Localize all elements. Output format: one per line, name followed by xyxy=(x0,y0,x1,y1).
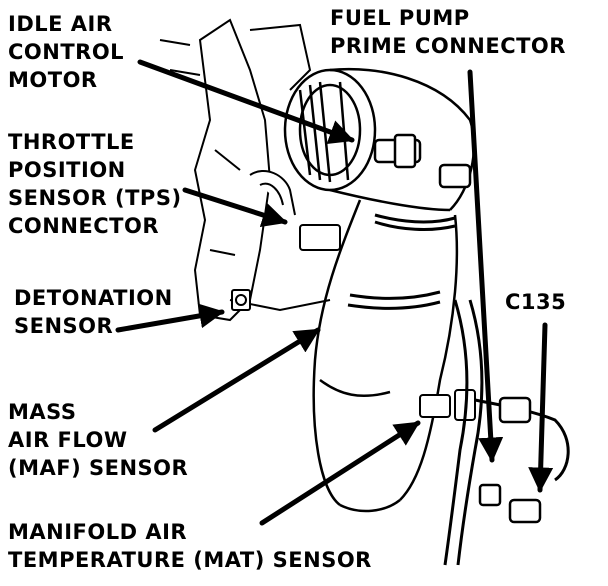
label-throttle-position-sensor: THROTTLE POSITION SENSOR (TPS) CONNECTOR xyxy=(8,128,182,240)
label-line: C135 xyxy=(505,290,567,314)
label-fuel-pump-prime-connector: FUEL PUMP PRIME CONNECTOR xyxy=(330,4,566,60)
fuel-pump-prime-connector-part xyxy=(373,133,472,189)
air-intake-duct xyxy=(312,199,459,513)
label-line: (MAF) SENSOR xyxy=(8,456,189,480)
hose-clamps xyxy=(347,213,456,310)
callout-arrows xyxy=(115,59,554,526)
tps-connector-part xyxy=(249,170,341,251)
label-line: IDLE AIR xyxy=(8,12,113,36)
wiring-harness xyxy=(443,299,570,566)
label-line: CONNECTOR xyxy=(8,214,160,238)
label-line: FUEL PUMP xyxy=(330,6,470,30)
label-mass-air-flow-sensor: MASS AIR FLOW (MAF) SENSOR xyxy=(8,398,188,482)
label-line: AIR FLOW xyxy=(8,428,128,452)
arrow-maf-sensor xyxy=(152,327,321,433)
engine-block xyxy=(159,18,331,322)
label-line: DETONATION xyxy=(14,286,173,310)
label-line: THROTTLE xyxy=(8,130,135,154)
arrow-detonation-sensor xyxy=(115,303,225,333)
arrow-tps-connector xyxy=(182,187,288,228)
label-c135: C135 xyxy=(505,288,566,316)
label-detonation-sensor: DETONATION SENSOR xyxy=(14,284,173,340)
label-line: TEMPERATURE (MAT) SENSOR xyxy=(8,548,372,572)
c135-connector-part xyxy=(478,396,542,524)
arrow-mat-sensor xyxy=(259,420,421,526)
label-line: CONTROL xyxy=(8,40,125,64)
label-line: PRIME CONNECTOR xyxy=(330,34,566,58)
label-line: MASS xyxy=(8,400,77,424)
label-line: MOTOR xyxy=(8,68,98,92)
label-line: MANIFOLD AIR xyxy=(8,520,188,544)
detonation-sensor-part xyxy=(231,289,251,311)
label-line: SENSOR xyxy=(14,314,114,338)
label-line: POSITION xyxy=(8,158,126,182)
arrow-c135 xyxy=(528,322,554,493)
arrow-fuel-pump-prime xyxy=(467,69,504,463)
label-idle-air-control-motor: IDLE AIR CONTROL MOTOR xyxy=(8,10,124,94)
label-line: SENSOR (TPS) xyxy=(8,186,182,210)
throttle-body xyxy=(283,67,476,212)
arrow-idle-air-control xyxy=(137,59,355,144)
label-manifold-air-temperature-sensor: MANIFOLD AIR TEMPERATURE (MAT) SENSOR xyxy=(8,518,372,574)
